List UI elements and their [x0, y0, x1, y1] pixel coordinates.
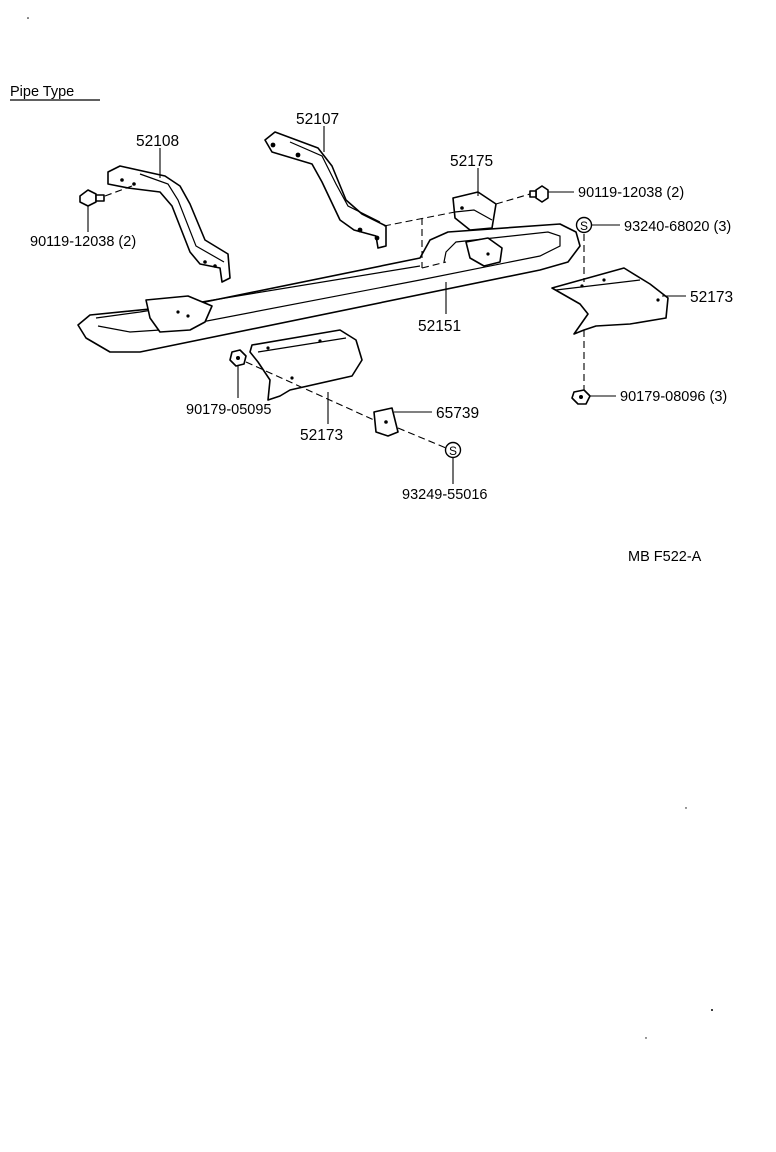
callout-52173-right: 52173	[690, 289, 733, 306]
callout-52175: 52175	[450, 153, 493, 170]
diagram-code: MB F522-A	[628, 549, 702, 565]
leader-lines	[87, 126, 686, 484]
scan-specks	[27, 17, 713, 1039]
step-pipe-52151	[77, 223, 581, 353]
callout-52151: 52151	[418, 318, 461, 335]
svg-text:S: S	[449, 444, 457, 458]
bracket-52107	[264, 131, 387, 249]
callout-93249-55016: 93249-55016	[402, 487, 487, 503]
svg-text:S: S	[580, 219, 588, 233]
bolt-icon	[529, 185, 549, 203]
callout-90119-12038-right: 90119-12038 (2)	[578, 185, 684, 201]
assembly-lines	[104, 185, 585, 449]
bracket-52108	[107, 165, 231, 283]
bracket-65739	[373, 407, 399, 437]
callout-52173-left: 52173	[300, 427, 343, 444]
callout-52108: 52108	[136, 133, 179, 150]
nut-icon	[229, 349, 247, 367]
callout-90179-08096: 90179-08096 (3)	[620, 389, 727, 405]
diagram-title: Pipe Type	[10, 84, 74, 100]
callout-93240-68020: 93240-68020 (3)	[624, 219, 731, 235]
nut-icon	[571, 389, 591, 405]
callout-90119-12038-left: 90119-12038 (2)	[30, 234, 136, 250]
s-symbol-icon: S	[444, 441, 462, 459]
bracket-52175	[452, 191, 497, 231]
s-symbol-icon: S	[575, 216, 593, 234]
step-plate-52173-right	[551, 267, 669, 335]
callout-90179-05095: 90179-05095	[186, 402, 271, 418]
callout-65739: 65739	[436, 405, 479, 422]
bolt-icon	[79, 189, 105, 207]
callout-52107: 52107	[296, 111, 339, 128]
step-plate-52173-left	[249, 329, 363, 401]
